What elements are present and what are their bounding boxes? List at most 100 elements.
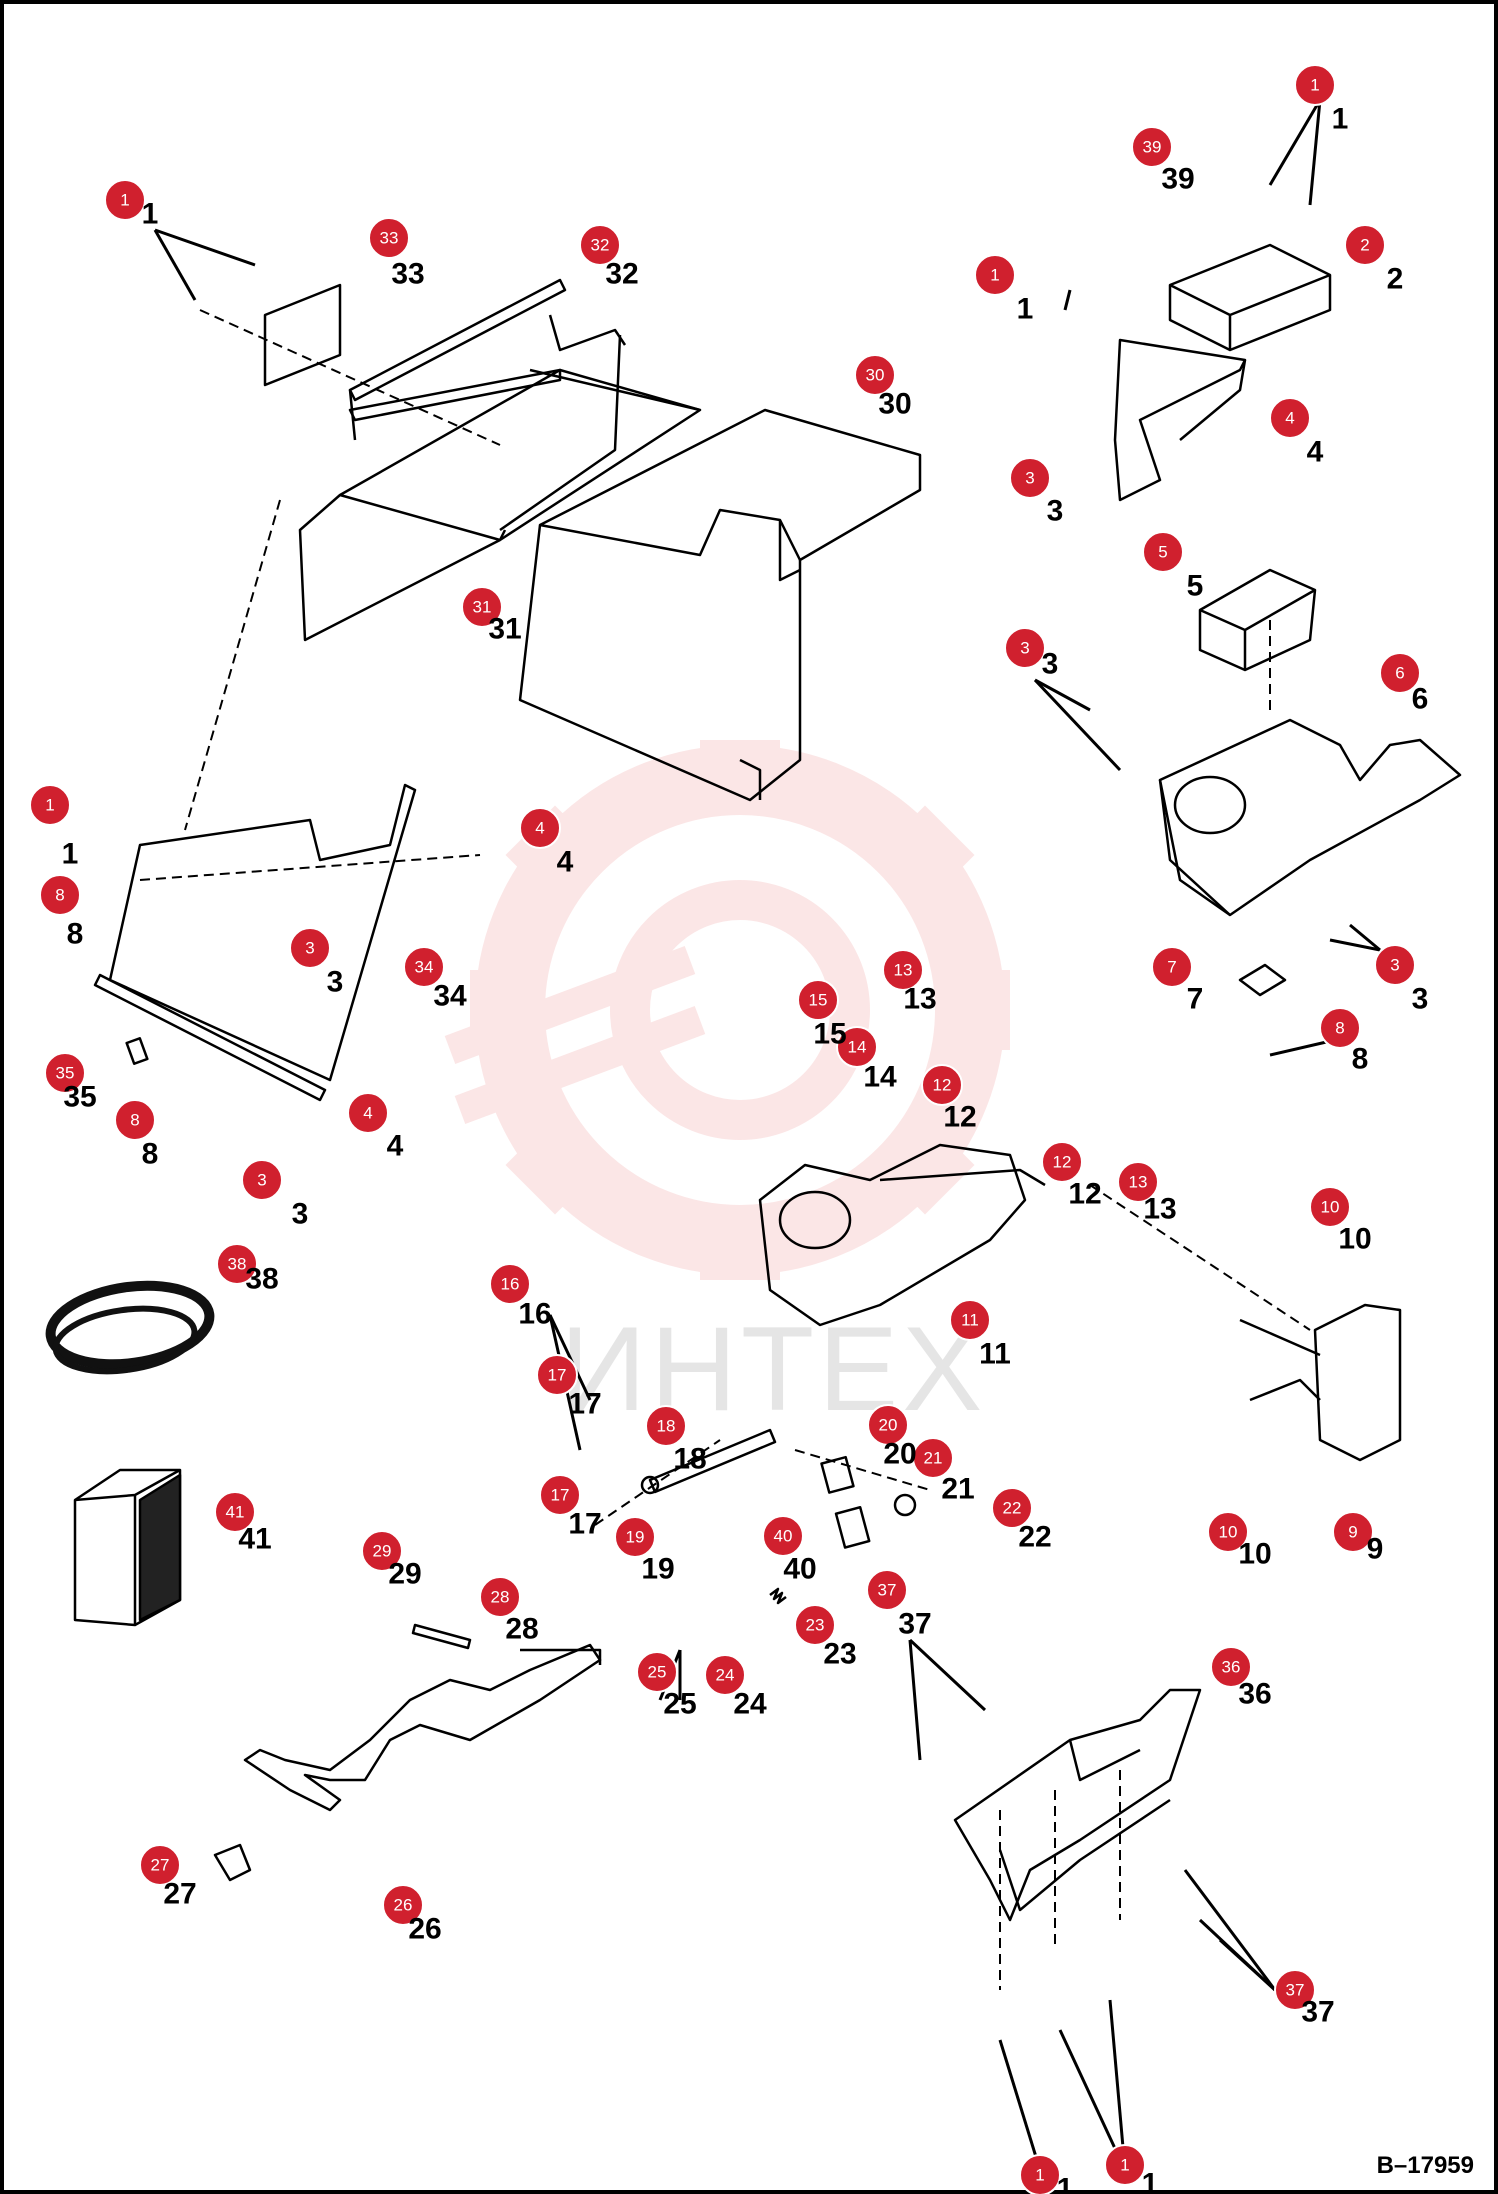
callout-badge-7[interactable]: 7 xyxy=(1151,946,1193,988)
part-28-pin xyxy=(411,1623,472,1650)
callout-badge-23[interactable]: 23 xyxy=(794,1604,836,1646)
callout-badge-41[interactable]: 41 xyxy=(214,1491,256,1533)
callout-badge-29[interactable]: 29 xyxy=(361,1530,403,1572)
part-number-1: 1 xyxy=(1017,293,1034,326)
callout-badge-10[interactable]: 10 xyxy=(1207,1511,1249,1553)
callout-badge-21[interactable]: 21 xyxy=(912,1437,954,1479)
callout-badge-34[interactable]: 34 xyxy=(403,946,445,988)
callout-badge-25[interactable]: 25 xyxy=(636,1651,678,1693)
callout-badge-28[interactable]: 28 xyxy=(479,1576,521,1618)
part-number-2: 2 xyxy=(1387,263,1404,296)
callout-badge-1[interactable]: 1 xyxy=(29,784,71,826)
callout-badge-27[interactable]: 27 xyxy=(139,1844,181,1886)
callout-circle xyxy=(289,927,331,969)
part-number-12: 12 xyxy=(1068,1178,1101,1211)
callout-badge-30[interactable]: 30 xyxy=(854,354,896,396)
callout-badge-13[interactable]: 13 xyxy=(882,949,924,991)
part-number-8: 8 xyxy=(67,918,84,951)
callout-number: 14 xyxy=(848,1038,867,1057)
callout-badge-18[interactable]: 18 xyxy=(645,1405,687,1447)
callout-badge-26[interactable]: 26 xyxy=(382,1884,424,1926)
callout-circle xyxy=(361,1530,403,1572)
callout-circle xyxy=(704,1654,746,1696)
callout-circle xyxy=(614,1516,656,1558)
callout-circle xyxy=(519,807,561,849)
part-number-7: 7 xyxy=(1187,983,1204,1016)
callout-badge-1[interactable]: 1 xyxy=(1294,64,1336,106)
callout-badge-14[interactable]: 14 xyxy=(836,1026,878,1068)
callout-badge-3[interactable]: 3 xyxy=(241,1159,283,1201)
callout-badge-35[interactable]: 35 xyxy=(44,1052,86,1094)
callout-badge-3[interactable]: 3 xyxy=(1004,627,1046,669)
callout-circle xyxy=(461,586,503,628)
callout-number: 25 xyxy=(648,1663,667,1682)
callout-number: 5 xyxy=(1158,543,1167,562)
part-41-box xyxy=(73,1468,182,1627)
callout-badge-32[interactable]: 32 xyxy=(579,224,621,266)
part-number-18: 18 xyxy=(673,1443,706,1476)
callout-badge-37[interactable]: 37 xyxy=(866,1569,908,1611)
callout-badge-11[interactable]: 11 xyxy=(949,1299,991,1341)
assembly-lines xyxy=(139,309,1311,1990)
callout-badge-8[interactable]: 8 xyxy=(1319,1007,1361,1049)
callout-number: 8 xyxy=(1335,1019,1344,1038)
callout-badge-38[interactable]: 38 xyxy=(216,1243,258,1285)
callout-badge-8[interactable]: 8 xyxy=(39,874,81,916)
callout-badge-12[interactable]: 12 xyxy=(1041,1141,1083,1183)
callout-badge-10[interactable]: 10 xyxy=(1309,1186,1351,1228)
part-number-10: 10 xyxy=(1338,1223,1371,1256)
callout-circle xyxy=(1379,652,1421,694)
callout-badge-12[interactable]: 12 xyxy=(921,1064,963,1106)
callout-badge-8[interactable]: 8 xyxy=(114,1099,156,1141)
callout-badge-1[interactable]: 1 xyxy=(974,254,1016,296)
callout-number: 10 xyxy=(1321,1198,1340,1217)
callout-badge-24[interactable]: 24 xyxy=(704,1654,746,1696)
callout-badge-2[interactable]: 2 xyxy=(1344,224,1386,266)
callout-badge-20[interactable]: 20 xyxy=(867,1404,909,1446)
callout-badge-1[interactable]: 1 xyxy=(104,179,146,221)
callout-badge-1[interactable]: 1 xyxy=(1019,2154,1061,2194)
callout-number: 1 xyxy=(1035,2166,1044,2185)
part-number-4: 4 xyxy=(557,846,574,879)
part-32-rod xyxy=(348,278,567,441)
callout-badge-3[interactable]: 3 xyxy=(1374,944,1416,986)
callout-badge-3[interactable]: 3 xyxy=(1009,457,1051,499)
callout-badge-1[interactable]: 1 xyxy=(1104,2144,1146,2186)
callout-badge-33[interactable]: 33 xyxy=(368,217,410,259)
callout-badge-4[interactable]: 4 xyxy=(1269,397,1311,439)
callout-badge-36[interactable]: 36 xyxy=(1210,1646,1252,1688)
callout-badge-22[interactable]: 22 xyxy=(991,1487,1033,1529)
part-30-large-cover xyxy=(518,408,922,802)
part-number-9: 9 xyxy=(1367,1533,1384,1566)
callout-circle xyxy=(921,1064,963,1106)
part-number-3: 3 xyxy=(327,966,344,999)
callout-badge-15[interactable]: 15 xyxy=(797,979,839,1021)
part-number-14: 14 xyxy=(863,1061,897,1094)
callout-badge-19[interactable]: 19 xyxy=(614,1516,656,1558)
callout-badge-37[interactable]: 37 xyxy=(1274,1969,1316,2011)
callout-circle xyxy=(974,254,1016,296)
callout-badge-40[interactable]: 40 xyxy=(762,1515,804,1557)
callout-badge-39[interactable]: 39 xyxy=(1131,126,1173,168)
part-number-34: 34 xyxy=(433,980,467,1013)
callout-badge-13[interactable]: 13 xyxy=(1117,1161,1159,1203)
callout-badge-9[interactable]: 9 xyxy=(1332,1511,1374,1553)
callout-circle xyxy=(1332,1511,1374,1553)
callout-badge-6[interactable]: 6 xyxy=(1379,652,1421,694)
callout-badge-17[interactable]: 17 xyxy=(539,1474,581,1516)
callout-number: 13 xyxy=(894,961,913,980)
callout-badge-5[interactable]: 5 xyxy=(1142,531,1184,573)
callout-badge-4[interactable]: 4 xyxy=(347,1092,389,1134)
part-26-pedal xyxy=(243,1643,602,1812)
callout-badge-31[interactable]: 31 xyxy=(461,586,503,628)
callout-badge-3[interactable]: 3 xyxy=(289,927,331,969)
callout-circle xyxy=(762,1515,804,1557)
part-number-33: 33 xyxy=(391,258,424,291)
callout-badge-17[interactable]: 17 xyxy=(536,1354,578,1396)
part-number-3: 3 xyxy=(292,1198,309,1231)
callout-badge-16[interactable]: 16 xyxy=(489,1263,531,1305)
part-number-6: 6 xyxy=(1412,683,1429,716)
callout-badge-4[interactable]: 4 xyxy=(519,807,561,849)
part-6-console-shell xyxy=(1158,718,1462,917)
